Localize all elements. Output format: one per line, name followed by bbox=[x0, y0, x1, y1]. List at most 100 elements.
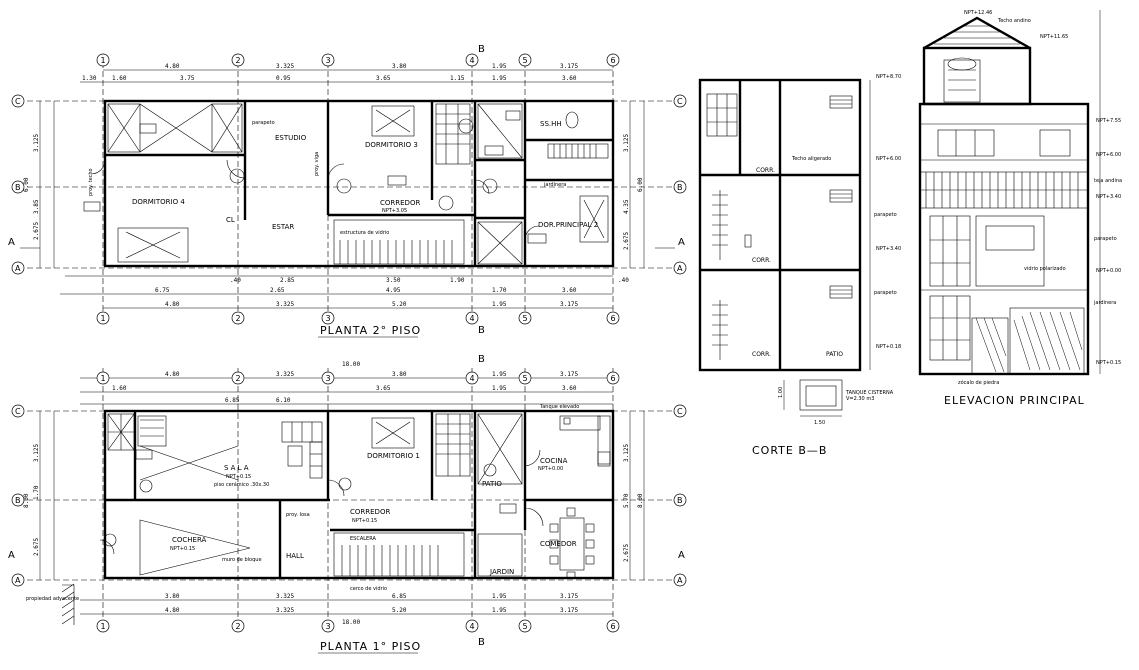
cocina-level: NPT+0.00 bbox=[538, 466, 563, 472]
room-patio: PATIO bbox=[482, 480, 502, 488]
dim-p1-axis-4: 1.95 bbox=[492, 607, 507, 614]
cut-B-bottom: B bbox=[478, 325, 485, 336]
dim-axis-1: 4.80 bbox=[165, 301, 180, 308]
dim-p1-right-2: 5.70 bbox=[623, 493, 630, 508]
dim-mid-4: 1.90 bbox=[450, 277, 465, 284]
dim-right-4: 6.00 bbox=[637, 177, 644, 192]
room-corredor-1: CORREDOR bbox=[350, 508, 390, 516]
axis-2-bottom: 2 bbox=[236, 314, 241, 323]
title-planta-1: PLANTA 1° PISO bbox=[320, 640, 421, 653]
dim-right-1: 3.125 bbox=[623, 134, 630, 152]
plan-first-floor: 1 2 3 4 5 6 1 2 3 4 5 6 C B A C B A A A … bbox=[8, 354, 687, 654]
title-planta-2: PLANTA 2° PISO bbox=[320, 324, 421, 337]
section-parapeto-2: parapeto bbox=[874, 290, 897, 296]
axis-4-bottom: 4 bbox=[470, 314, 475, 323]
sala-level: NPT+0.15 bbox=[226, 474, 251, 480]
dim-total-bottom: 18.00 bbox=[342, 619, 360, 626]
axis-5-top-p1: 5 bbox=[523, 374, 528, 383]
section-techo: Techo aligerado bbox=[791, 156, 831, 162]
section-cisterna-vol: V=2.30 m3 bbox=[846, 396, 874, 402]
room-estar: ESTAR bbox=[272, 223, 294, 231]
dim-top-4: 1.95 bbox=[492, 63, 507, 70]
section-dim-2: 1.00 bbox=[778, 387, 784, 398]
dim-right-3: 2.675 bbox=[623, 232, 630, 250]
dim-sub-1: 1.30 bbox=[82, 75, 97, 82]
dim-left-3: 2.675 bbox=[33, 222, 40, 240]
dim-p1-top-2: 3.325 bbox=[276, 371, 294, 378]
title-corte: CORTE B—B bbox=[752, 444, 827, 457]
section-b-b: NPT+8.70 NPT+6.00 NPT+3.40 NPT+0.18 Tech… bbox=[698, 74, 901, 457]
dim-p1-sub-2: 6.85 bbox=[225, 397, 240, 404]
label-cerco-vidrio: cerco de vidrio bbox=[350, 586, 387, 592]
axis-4-top: 4 bbox=[470, 56, 475, 65]
axis-3-top: 3 bbox=[326, 56, 331, 65]
dim-top-2: 3.325 bbox=[276, 63, 294, 70]
dim-sub-8: 3.60 bbox=[562, 75, 577, 82]
axis-3-top-p1: 3 bbox=[326, 374, 331, 383]
dim-axis-3: 5.20 bbox=[392, 301, 407, 308]
room-dormitorio-principal: DOR.PRINCIPAL 2 bbox=[538, 221, 598, 229]
room-closet: CL bbox=[226, 216, 235, 224]
label-tanque: Tanque elevado bbox=[539, 404, 579, 410]
section-corr-2: CORR. bbox=[752, 257, 771, 264]
axis-1-bottom: 1 bbox=[101, 314, 106, 323]
label-estructura-2: estructura de vidrio bbox=[340, 230, 389, 236]
cut-A-right-p1: A bbox=[678, 550, 685, 561]
room-dormitorio-3: DORMITORIO 3 bbox=[365, 141, 418, 149]
dim-bot-2: 2.65 bbox=[270, 287, 285, 294]
room-sala: S A L A bbox=[224, 464, 249, 472]
dim-p1-top-1: 4.80 bbox=[165, 371, 180, 378]
cut-B-top-p1: B bbox=[478, 354, 485, 365]
section-corr-3: CORR. bbox=[752, 351, 771, 358]
elev-level-5: NPT+0.00 bbox=[1096, 268, 1121, 274]
elev-teja: teja andina bbox=[1094, 178, 1122, 184]
axis-3-bot-p1: 3 bbox=[326, 622, 331, 631]
dim-p1-sub-5: 1.95 bbox=[492, 385, 507, 392]
elev-top-level: NPT+12.46 bbox=[964, 10, 992, 16]
label-jardinera-2: jardinera bbox=[543, 182, 566, 188]
axis-C-right-p1: C bbox=[677, 407, 683, 416]
dim-bot-5: 3.60 bbox=[562, 287, 577, 294]
axis-2-top-p1: 2 bbox=[236, 374, 241, 383]
axis-A-right: A bbox=[677, 264, 683, 273]
elev-zocalo: zócalo de piedra bbox=[958, 379, 999, 386]
elev-techo: Techo andino bbox=[997, 18, 1031, 24]
label-parapeto-2: parapeto bbox=[252, 120, 275, 126]
axis-4-top-p1: 4 bbox=[470, 374, 475, 383]
cut-A-left: A bbox=[8, 237, 15, 248]
room-jardin: JARDIN bbox=[489, 568, 514, 576]
dim-p1-axis-3: 5.20 bbox=[392, 607, 407, 614]
axis-B-right: B bbox=[677, 183, 683, 192]
cut-A-left-p1: A bbox=[8, 550, 15, 561]
dim-p1-left-3: 2.675 bbox=[33, 538, 40, 556]
cut-A-right: A bbox=[678, 237, 685, 248]
dim-sub-4: 0.95 bbox=[276, 75, 291, 82]
dim-p1-right-4: 8.00 bbox=[637, 493, 644, 508]
axis-B-left-p1: B bbox=[15, 496, 21, 505]
section-patio: PATIO bbox=[826, 351, 843, 358]
axis-1-top: 1 bbox=[101, 56, 106, 65]
elev-vidrio: vidrio polarizado bbox=[1024, 266, 1066, 272]
section-level-3: NPT+3.40 bbox=[876, 246, 901, 252]
section-corr-1: CORR. bbox=[756, 167, 775, 174]
dim-p1-left-1: 3.125 bbox=[33, 444, 40, 462]
section-level-1: NPT+8.70 bbox=[876, 74, 901, 80]
axis-A-left: A bbox=[15, 264, 21, 273]
dim-p1-top-3: 3.80 bbox=[392, 371, 407, 378]
sala-floor: piso cerámico .30x.30 bbox=[214, 481, 269, 488]
dim-bot-4: 1.70 bbox=[492, 287, 507, 294]
dim-p1-axis-5: 3.175 bbox=[560, 607, 578, 614]
room-cochera: COCHERA bbox=[172, 536, 207, 544]
elev-level-4: NPT+3.40 bbox=[1096, 194, 1121, 200]
plan-second-floor: 1 2 3 4 5 6 1 2 3 4 5 6 C B A C B A A A … bbox=[8, 44, 687, 338]
axis-6-top-p1: 6 bbox=[611, 374, 616, 383]
dim-left-4: 6.00 bbox=[23, 177, 30, 192]
room-cocina: COCINA bbox=[540, 457, 568, 465]
section-level-2: NPT+6.00 bbox=[876, 156, 901, 162]
axis-3-bottom: 3 bbox=[326, 314, 331, 323]
axis-2-bot-p1: 2 bbox=[236, 622, 241, 631]
title-elevacion: ELEVACION PRINCIPAL bbox=[944, 394, 1085, 407]
dim-sub-7: 1.95 bbox=[492, 75, 507, 82]
dim-axis-2: 3.325 bbox=[276, 301, 294, 308]
